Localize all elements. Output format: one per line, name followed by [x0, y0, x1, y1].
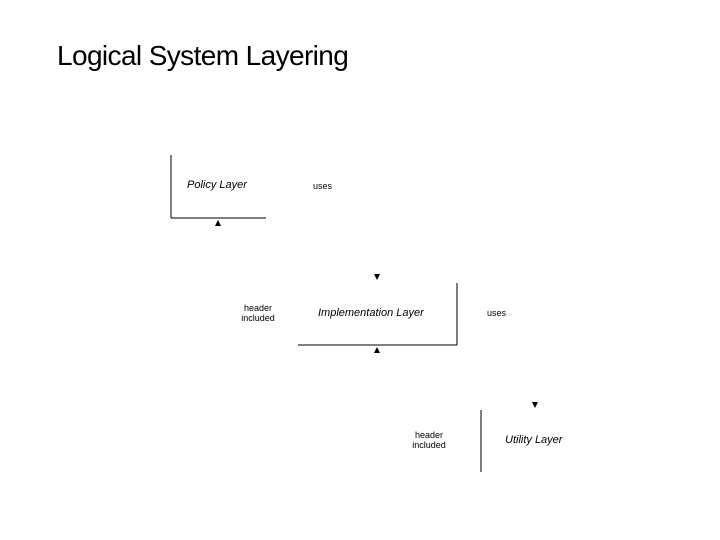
- arrow-down-utility-icon: [532, 402, 538, 408]
- policy-uses-label: uses: [313, 181, 333, 191]
- included-text: included: [412, 440, 446, 450]
- arrow-up-policy-icon: [215, 220, 221, 226]
- utility-header-label: header included: [410, 430, 448, 450]
- slide-title: Logical System Layering: [57, 40, 349, 71]
- utility-layer-label: Utility Layer: [505, 434, 563, 446]
- arrow-up-implementation-icon: [374, 347, 380, 353]
- included-text: included: [241, 313, 275, 323]
- arrow-down-implementation-icon: [374, 274, 380, 280]
- header-text: header: [243, 303, 273, 313]
- implementation-layer-label: Implementation Layer: [318, 307, 424, 319]
- header-text: header: [414, 430, 444, 440]
- policy-layer-label: Policy Layer: [187, 179, 247, 191]
- implementation-header-label: header included: [239, 303, 277, 323]
- implementation-uses-label: uses: [487, 308, 507, 318]
